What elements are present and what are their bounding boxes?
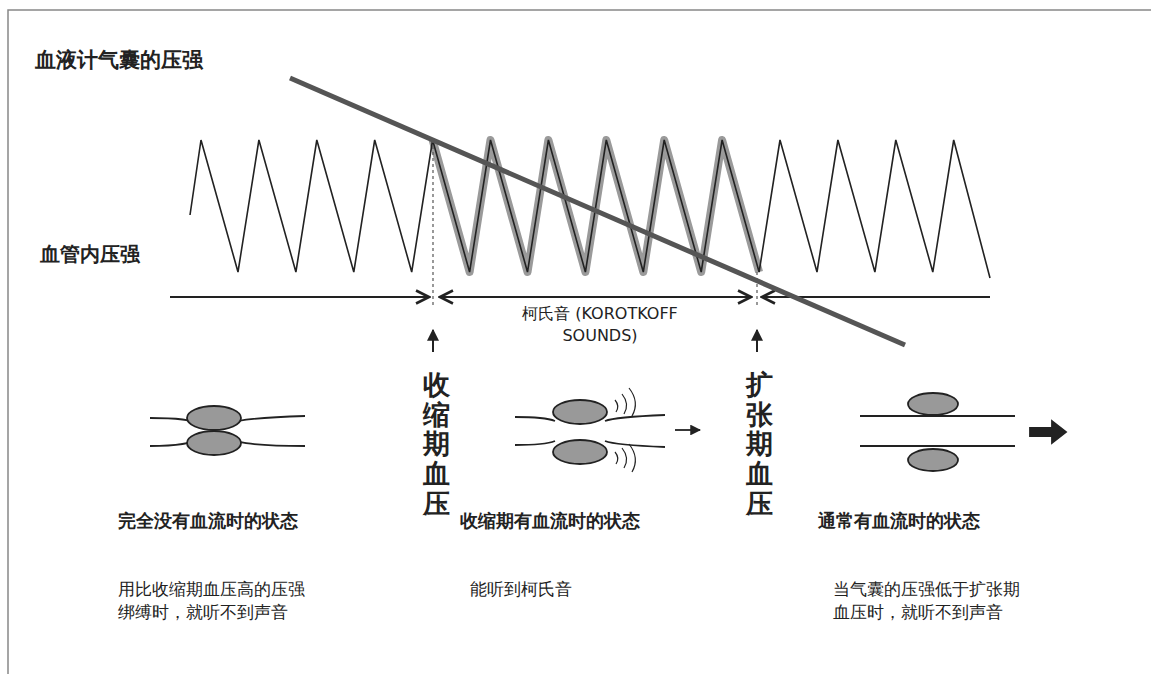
state-caption: 通常有血流时的状态 [818,509,980,533]
diastolic-marker [756,272,757,305]
pressure-label: 收缩期血压 [423,370,450,518]
state-caption: 收缩期有血流时的状态 [460,509,640,533]
pointer-arrow [432,330,434,352]
artery-open [860,393,1066,471]
phase-arrow [440,296,751,298]
axis-label: 血管内压强 [40,241,140,268]
frame [8,10,1151,674]
systolic-marker [432,140,433,305]
state-note: 能听到柯氏音 [470,578,572,601]
pressure-label: 扩张期血压 [746,370,773,518]
pointer-arrow [756,330,758,352]
state-note: 用比收缩期血压高的压强 绑缚时，就听不到声音 [118,578,314,624]
artery-closed [150,406,305,455]
artery-partial [515,388,700,472]
state-caption: 完全没有血流时的状态 [118,509,298,533]
state-note: 当气囊的压强低于扩张期 血压时，就听不到声音 [833,578,1029,624]
phase-arrow [170,296,429,298]
sound-label: 柯氏音 (KOROTKOFF SOUNDS) [500,303,700,346]
axis-label: 血液计气囊的压强 [35,46,203,74]
